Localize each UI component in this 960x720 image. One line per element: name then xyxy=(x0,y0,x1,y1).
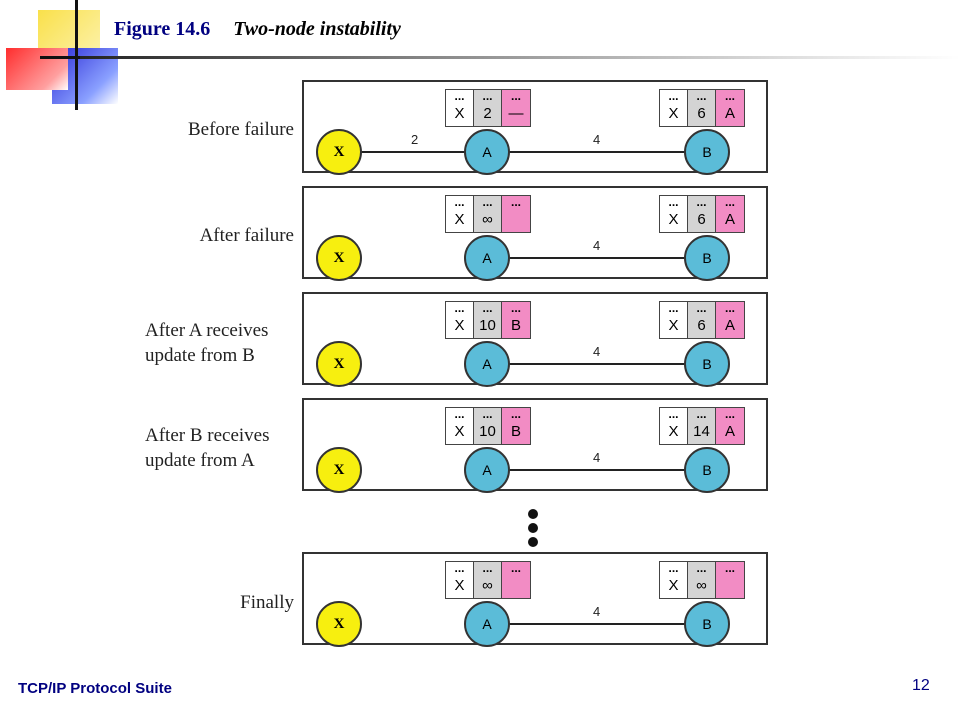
table-dest-cell: ...X xyxy=(660,408,688,444)
node-b: B xyxy=(684,235,730,281)
corner-vertical-line xyxy=(75,0,78,110)
corner-red-square xyxy=(6,48,68,90)
node-x: X xyxy=(316,341,362,387)
node-x: X xyxy=(316,601,362,647)
row-label-before-failure: Before failure xyxy=(187,119,294,140)
routing-table-b: ...X ...∞ ... xyxy=(659,561,745,599)
figure-number: Figure 14.6 xyxy=(114,18,211,40)
table-dest-cell: ...X xyxy=(660,302,688,338)
figure-name: Two-node instability xyxy=(233,18,401,40)
routing-table-a: ...X ...∞ ... xyxy=(445,195,531,233)
routing-table-b: ...X ...14 ...A xyxy=(659,407,745,445)
ellipsis-dot xyxy=(528,537,538,547)
routing-table-b: ...X ...6 ...A xyxy=(659,301,745,339)
table-cost-cell: ...10 xyxy=(474,302,502,338)
table-cost-cell: ...6 xyxy=(688,302,716,338)
row-label-line-2: update from B xyxy=(145,345,255,366)
row-label-line-1: After B receives xyxy=(145,425,270,446)
table-dest-cell: ...X xyxy=(660,196,688,232)
routing-table-b: ...X ...6 ...A xyxy=(659,195,745,233)
table-cost-cell: ...6 xyxy=(688,196,716,232)
table-cost-cell: ...10 xyxy=(474,408,502,444)
link-cost-x-a: 2 xyxy=(411,132,419,147)
routing-table-a: ...X ...10 ...B xyxy=(445,407,531,445)
row-label-finally: Finally xyxy=(240,592,294,613)
row-label-after-a-receives: After A receives update from B xyxy=(145,318,325,368)
table-dest-cell: ...X xyxy=(660,90,688,126)
table-dest-cell: ...X xyxy=(660,562,688,598)
row-label-line-1: After A receives xyxy=(145,320,269,341)
vertical-ellipsis xyxy=(528,509,540,551)
node-a: A xyxy=(464,129,510,175)
node-a: A xyxy=(464,235,510,281)
table-next-hop-cell: ...B xyxy=(502,302,530,338)
table-dest-cell: ...X xyxy=(446,196,474,232)
node-x: X xyxy=(316,447,362,493)
link-a-b xyxy=(508,257,688,259)
figure-title: Figure 14.6 Two-node instability xyxy=(114,18,401,41)
table-cost-cell: ...14 xyxy=(688,408,716,444)
node-b: B xyxy=(684,129,730,175)
table-next-hop-cell: ... xyxy=(716,562,744,598)
link-cost-a-b: 4 xyxy=(593,238,601,253)
ellipsis-dot xyxy=(528,509,538,519)
link-cost-a-b: 4 xyxy=(593,132,601,147)
node-x: X xyxy=(316,235,362,281)
routing-table-a: ...X ...2 ...— xyxy=(445,89,531,127)
corner-decoration xyxy=(0,0,130,110)
table-next-hop-cell: ...— xyxy=(502,90,530,126)
link-a-b xyxy=(508,469,688,471)
row-label-after-b-receives: After B receives update from A xyxy=(145,423,325,473)
node-b: B xyxy=(684,601,730,647)
table-dest-cell: ...X xyxy=(446,562,474,598)
panel-after-b-receives: ...X ...10 ...B ...X ...14 ...A 4 X A B xyxy=(302,398,768,493)
node-b: B xyxy=(684,341,730,387)
page-number: 12 xyxy=(912,677,930,694)
link-cost-a-b: 4 xyxy=(593,344,601,359)
node-x: X xyxy=(316,129,362,175)
table-dest-cell: ...X xyxy=(446,90,474,126)
panel-after-failure: ...X ...∞ ... ...X ...6 ...A 4 X A B xyxy=(302,186,768,281)
link-a-b xyxy=(508,151,688,153)
node-b: B xyxy=(684,447,730,493)
node-a: A xyxy=(464,601,510,647)
ellipsis-dot xyxy=(528,523,538,533)
panel-before-failure: ...X ...2 ...— ...X ...6 ...A 2 4 X A B xyxy=(302,80,768,175)
table-next-hop-cell: ...A xyxy=(716,90,744,126)
table-cost-cell: ...∞ xyxy=(688,562,716,598)
panel-finally: ...X ...∞ ... ...X ...∞ ... 4 X A B xyxy=(302,552,768,647)
routing-table-a: ...X ...10 ...B xyxy=(445,301,531,339)
link-cost-a-b: 4 xyxy=(593,604,601,619)
node-a: A xyxy=(464,447,510,493)
link-a-b xyxy=(508,623,688,625)
table-dest-cell: ...X xyxy=(446,408,474,444)
link-x-a xyxy=(360,151,466,153)
table-next-hop-cell: ...A xyxy=(716,302,744,338)
node-a: A xyxy=(464,341,510,387)
link-cost-a-b: 4 xyxy=(593,450,601,465)
table-next-hop-cell: ... xyxy=(502,562,530,598)
table-cost-cell: ...∞ xyxy=(474,562,502,598)
table-next-hop-cell: ...A xyxy=(716,196,744,232)
routing-table-b: ...X ...6 ...A xyxy=(659,89,745,127)
footer-suite-name: TCP/IP Protocol Suite xyxy=(18,680,172,697)
table-cost-cell: ...2 xyxy=(474,90,502,126)
title-underline xyxy=(80,56,960,59)
panel-after-a-receives: ...X ...10 ...B ...X ...6 ...A 4 X A B xyxy=(302,292,768,387)
table-dest-cell: ...X xyxy=(446,302,474,338)
row-label-line-2: update from A xyxy=(145,450,255,471)
table-next-hop-cell: ...A xyxy=(716,408,744,444)
table-next-hop-cell: ... xyxy=(502,196,530,232)
routing-table-a: ...X ...∞ ... xyxy=(445,561,531,599)
table-next-hop-cell: ...B xyxy=(502,408,530,444)
table-cost-cell: ...6 xyxy=(688,90,716,126)
link-a-b xyxy=(508,363,688,365)
table-cost-cell: ...∞ xyxy=(474,196,502,232)
row-label-after-failure: After failure xyxy=(199,225,294,246)
